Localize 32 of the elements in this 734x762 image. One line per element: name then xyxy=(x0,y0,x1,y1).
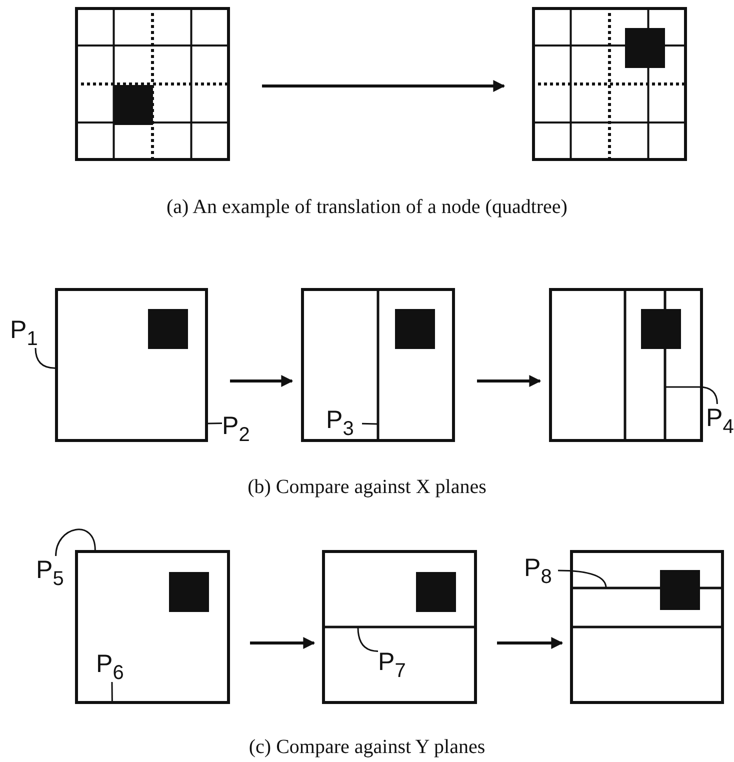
grid-box xyxy=(75,7,230,161)
grid-box xyxy=(532,7,687,161)
plane-label: P$_{8}$ xyxy=(524,554,552,582)
leader-line xyxy=(55,528,96,556)
leader-line xyxy=(111,682,113,704)
partitioned-box xyxy=(570,550,724,704)
leader-line xyxy=(664,386,718,404)
plane-label: P$_{4}$ xyxy=(706,404,734,432)
plane-label: P$_{2}$ xyxy=(222,412,250,440)
leader-line xyxy=(357,626,378,652)
arrow xyxy=(262,80,506,92)
figure-caption: (a) An example of translation of a node (quadtree) xyxy=(166,196,568,219)
partitioned-box xyxy=(55,288,208,442)
partitioned-box xyxy=(301,288,455,442)
partitioned-box xyxy=(322,550,477,704)
figure-caption: (b) Compare against X planes xyxy=(248,476,486,499)
arrow xyxy=(477,375,542,387)
plane-label: P$_{7}$ xyxy=(378,648,406,676)
partitioned-box xyxy=(75,550,230,704)
arrow xyxy=(250,637,316,649)
leader-line xyxy=(362,422,378,425)
leader-line xyxy=(34,348,56,369)
figure-caption: (c) Compare against Y planes xyxy=(248,736,486,759)
plane-label: P$_{5}$ xyxy=(36,556,64,584)
arrow xyxy=(230,375,294,387)
plane-label: P$_{6}$ xyxy=(96,650,124,678)
arrow xyxy=(497,637,564,649)
plane-label: P$_{1}$ xyxy=(10,316,38,344)
leader-line xyxy=(558,570,607,588)
leader-line xyxy=(208,422,222,424)
plane-label: P$_{3}$ xyxy=(326,406,354,434)
partitioned-box xyxy=(549,288,703,442)
